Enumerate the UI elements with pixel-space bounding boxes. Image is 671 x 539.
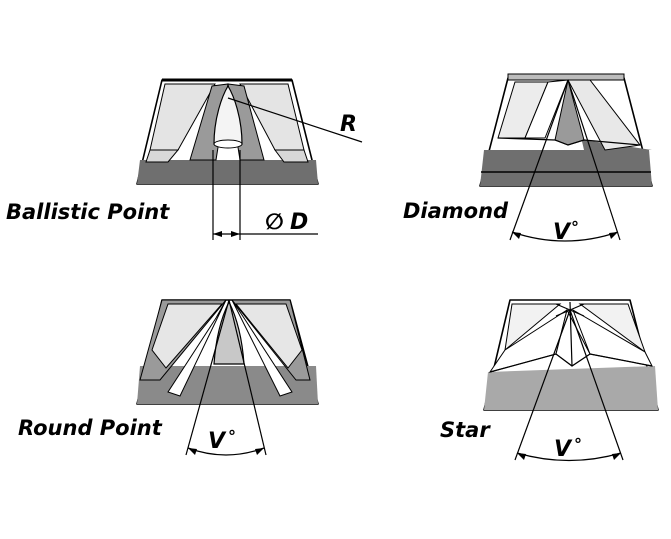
round-point-label: Round Point (18, 416, 163, 440)
diameter-label: D (290, 210, 308, 235)
radius-label: R (340, 112, 357, 137)
diamond-label: Diamond (403, 199, 509, 223)
ballistic-point-figure (136, 78, 363, 240)
diameter-symbol: ∅ (265, 210, 284, 235)
star-degree-symbol: ° (574, 435, 582, 454)
star-angle-label: V (554, 437, 573, 462)
star-label: Star (440, 418, 491, 442)
star-figure (483, 299, 659, 462)
ballistic-point-label: Ballistic Point (6, 200, 170, 224)
diamond-figure (479, 73, 653, 242)
round-degree-symbol: ° (228, 427, 236, 446)
diamond-angle-label: V (553, 220, 572, 245)
round-point-figure (136, 299, 319, 456)
diamond-degree-symbol: ° (571, 218, 579, 237)
round-angle-label: V (208, 429, 227, 454)
